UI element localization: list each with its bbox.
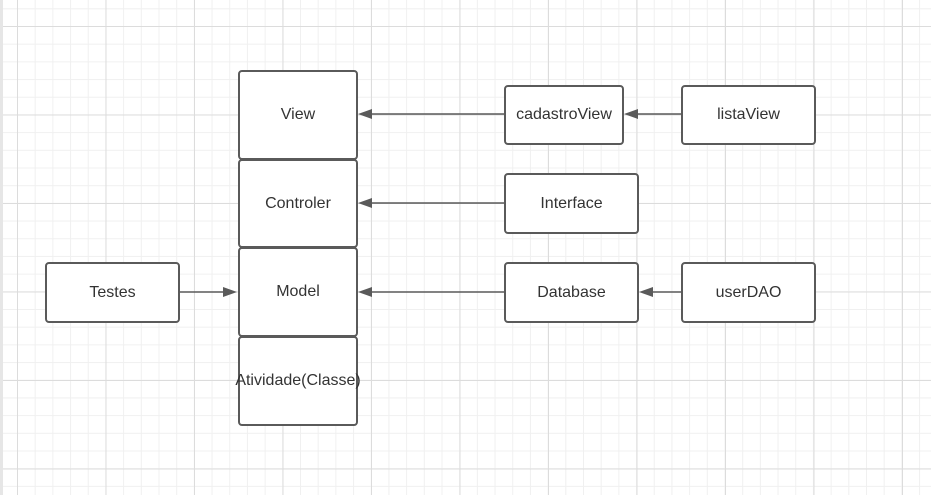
node-userdao-label: userDAO [715,283,782,301]
node-model[interactable]: Model [238,247,358,337]
edge-userdao-to-database[interactable] [639,287,681,297]
node-view[interactable]: View [238,70,358,160]
node-controler-label: Controler [265,194,331,212]
node-atividade-label: Atividade(Classe) [235,372,361,389]
edge-listaview-to-cadastroview[interactable] [624,109,681,119]
node-testes[interactable]: Testes [45,262,180,323]
node-testes-label: Testes [89,283,136,301]
edge-cadastroview-to-view[interactable] [358,109,504,119]
node-cadastroview[interactable]: cadastroView [504,85,624,145]
edge-database-to-model[interactable] [358,287,504,297]
node-listaview[interactable]: listaView [681,85,816,145]
node-cadastroview-label: cadastroView [516,106,612,123]
edge-interface-to-controler[interactable] [358,198,504,208]
node-database[interactable]: Database [504,262,639,323]
node-model-label: Model [276,283,320,300]
edge-testes-to-model[interactable] [180,287,237,297]
node-controler[interactable]: Controler [238,159,358,248]
node-listaview-label: listaView [717,106,780,123]
node-userdao[interactable]: userDAO [681,262,816,323]
canvas-left-edge [0,0,3,495]
node-interface-label: Interface [540,194,603,212]
node-view-label: View [280,106,316,123]
node-database-label: Database [537,283,606,301]
node-atividade[interactable]: Atividade(Classe) [235,336,361,426]
node-interface[interactable]: Interface [504,173,639,234]
